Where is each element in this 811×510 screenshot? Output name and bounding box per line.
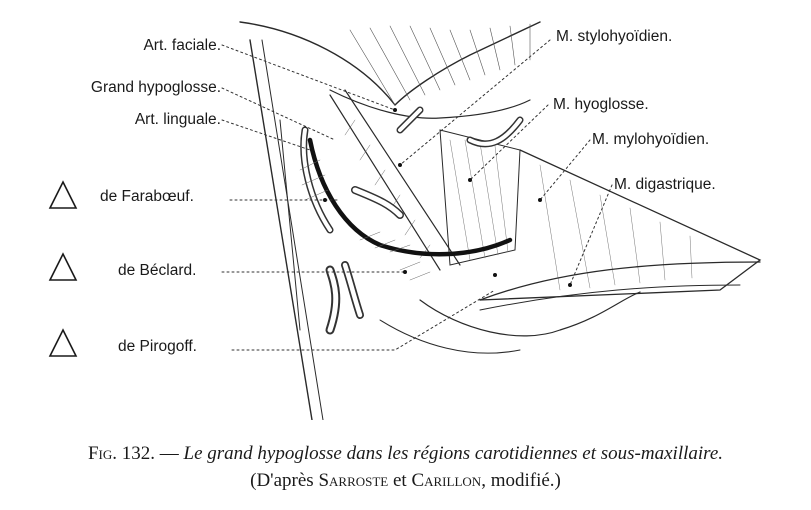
carotid-stump-inner (327, 267, 339, 333)
stylohyoid-band-lower (344, 89, 461, 266)
label-hyoglosse: M. hyoglosse. (553, 96, 649, 113)
label-art-linguale: Art. linguale. (134, 111, 221, 128)
vein-segment-inner (352, 187, 403, 218)
digastric-lower (479, 284, 741, 311)
caption-fig-label: Fig. 132. (87, 443, 156, 464)
label-digastrique: M. digastrique. (614, 176, 716, 193)
caption-line-1: Fig. 132. — Le grand hypoglosse dans les… (0, 440, 811, 467)
hypoglossal-nerve (307, 137, 513, 257)
label-farabeuf: de Farabœuf. (100, 188, 194, 205)
caption-dash: — (155, 443, 184, 464)
figure-caption: Fig. 132. — Le grand hypoglosse dans les… (0, 440, 811, 494)
vertical-edge-mid (261, 39, 324, 420)
triangle-region-hatching (299, 159, 431, 281)
caption-line-2: (D'après Sarroste et Carillon, modifié.) (0, 467, 811, 494)
artery-right-hook-inner (468, 118, 522, 146)
facial-artery-inner (398, 108, 422, 132)
label-beclard: de Béclard. (118, 262, 197, 279)
leader-dots (323, 108, 572, 287)
leader-grand-hypoglosse (221, 87, 336, 141)
caption-conj: et (388, 470, 412, 491)
mandible-outline (239, 21, 541, 107)
label-grand-hypoglosse: Grand hypoglosse. (90, 79, 221, 96)
anatomical-illustration (221, 21, 762, 420)
lower-belly (419, 291, 641, 337)
lingual-artery-inner (301, 128, 332, 232)
caption-source-close: , modifié.) (481, 470, 561, 491)
digastric-tendon (479, 261, 761, 301)
caption-author-2: Carillon (411, 470, 482, 491)
carotid-branch-inner (342, 262, 363, 318)
mylohyoid-outline (479, 149, 762, 301)
leader-digastrique (569, 184, 613, 286)
hyoglossus-hatching (449, 139, 509, 261)
label-mylohyoidien: M. mylohyoïdien. (592, 131, 710, 148)
leader-art-linguale (221, 119, 311, 151)
leader-art-faciale (221, 44, 396, 111)
stylohyoid-band-upper (329, 94, 441, 271)
vertical-edge-left (249, 39, 313, 420)
triangle-icon-beclard (48, 252, 78, 281)
triangle-icon-pirogoff (48, 328, 78, 357)
hyoglossus-outline (439, 129, 521, 266)
label-stylohyoidien: M. stylohyoïdien. (556, 28, 673, 45)
caption-source-open: (D'après (250, 470, 319, 491)
leader-hyoglosse (469, 104, 549, 181)
upper-mass-lower-edge (329, 89, 531, 119)
upper-mass-hatching (349, 23, 531, 106)
caption-title: Le grand hypoglosse dans les régions car… (183, 443, 724, 464)
label-art-faciale: Art. faciale. (143, 37, 221, 54)
leader-mylohyoidien (539, 139, 591, 201)
stylohyoid-hatching (344, 119, 431, 259)
caption-author-1: Sarroste (318, 470, 389, 491)
mylohyoid-hatching (539, 164, 693, 291)
leader-pirogoff (231, 289, 496, 351)
leader-stylohyoidien (399, 39, 551, 166)
triangle-icon-farabeuf (48, 180, 78, 209)
leader-lines (221, 39, 613, 351)
label-pirogoff: de Pirogoff. (118, 338, 197, 355)
lower-belly-edge (379, 319, 521, 354)
vertical-edge-right (279, 119, 301, 331)
